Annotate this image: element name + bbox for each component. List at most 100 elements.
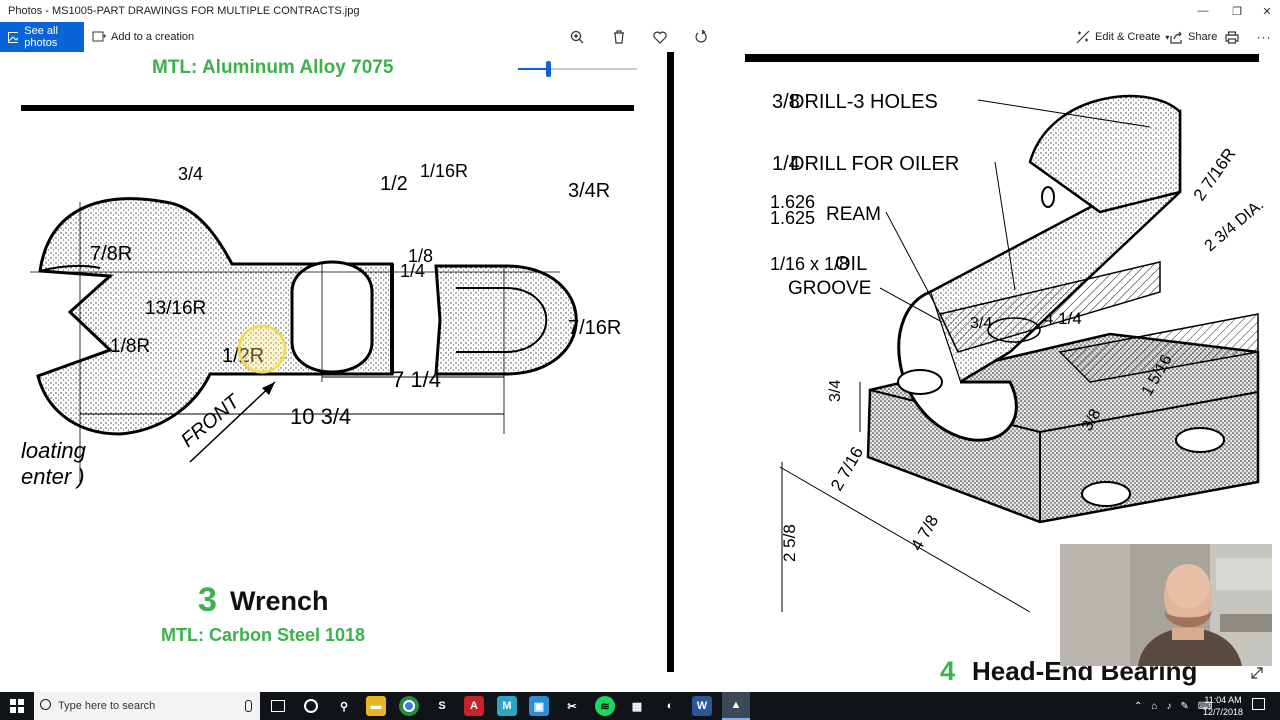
rotate-button[interactable] (693, 28, 711, 46)
add-to-creation-button[interactable]: Add to a creation (92, 22, 194, 52)
pen-icon[interactable]: ✎ (1180, 700, 1189, 712)
print-button[interactable] (1223, 28, 1241, 46)
svg-text:4 1/4: 4 1/4 (1044, 309, 1082, 328)
svg-text:DRILL-3 HOLES: DRILL-3 HOLES (790, 91, 938, 113)
zoom-slider-thumb (546, 61, 551, 77)
svg-text:3/4: 3/4 (178, 164, 203, 184)
word-icon: W (696, 700, 708, 712)
close-icon: ✕ (1262, 5, 1272, 18)
scissors-icon: ✂ (567, 700, 577, 713)
cortana-icon (304, 699, 318, 713)
svg-text:1/2: 1/2 (380, 173, 408, 195)
svg-text:7/8R: 7/8R (90, 243, 132, 265)
folder-icon: ▬ (370, 700, 382, 712)
see-all-photos-label: See all photos (24, 25, 58, 49)
clock[interactable]: 11:04 AM 12/7/2018 (1200, 694, 1246, 718)
network-icon[interactable]: ⌂ (1151, 700, 1158, 712)
svg-text:4: 4 (940, 656, 955, 686)
svg-text:1/16 x 1/8: 1/16 x 1/8 (770, 254, 849, 274)
start-button[interactable] (0, 692, 34, 720)
svg-text:7 1/4: 7 1/4 (392, 367, 441, 392)
svg-text:3/4: 3/4 (970, 315, 992, 332)
zoom-icon (570, 30, 584, 44)
close-button[interactable]: ✕ (1250, 0, 1280, 22)
svg-text:1.626: 1.626 (770, 192, 815, 212)
restore-button[interactable]: ❐ (1220, 0, 1254, 22)
acrobat-app[interactable]: A (464, 696, 484, 716)
fullscreen-button[interactable] (1248, 664, 1266, 682)
zoom-button[interactable] (568, 28, 586, 46)
taskbar: Type here to search ⚲ ▬ S A M ▣ ✂ ≋ ▦ ◐ … (0, 692, 1280, 720)
svg-text:DRILL FOR OILER: DRILL FOR OILER (790, 153, 959, 175)
window-app-icon: ▣ (533, 700, 545, 713)
snagit-app[interactable]: S (432, 696, 452, 716)
svg-text:1/4: 1/4 (772, 153, 800, 175)
palette-icon: ◐ (666, 700, 674, 712)
wrench-slot (290, 260, 374, 374)
file-explorer-app[interactable]: ▬ (366, 696, 386, 716)
share-button[interactable]: Share (1170, 22, 1217, 52)
svg-text:OIL: OIL (835, 253, 867, 275)
svg-text:Wrench: Wrench (230, 586, 329, 616)
paint-app[interactable]: ◐ (660, 696, 680, 716)
svg-text:loating: loating (21, 438, 87, 463)
show-hidden-icons[interactable]: ⌃ (1134, 700, 1143, 712)
search-icon (40, 699, 51, 710)
svg-text:10 3/4: 10 3/4 (290, 404, 351, 429)
right-leader-lines (779, 99, 1151, 613)
m-app[interactable]: M (497, 696, 517, 716)
m-app-icon: M (502, 700, 512, 712)
maps-app[interactable]: ⚲ (334, 696, 354, 716)
minimize-icon: — (1197, 5, 1209, 17)
delete-button[interactable] (610, 28, 628, 46)
task-view-button[interactable] (268, 696, 288, 716)
chrome-app[interactable] (399, 696, 419, 716)
svg-text:1/8R: 1/8R (110, 336, 150, 357)
mount-hole-1 (897, 369, 943, 395)
snipping-tool-app[interactable]: ✂ (562, 696, 582, 716)
image-viewer[interactable]: 1/2 1/16R 3/4R 1/8 1/4 7/16R 7/8R 13/16R… (0, 52, 1280, 692)
edit-create-menu[interactable]: Edit & Create ▾ (1076, 22, 1169, 52)
svg-text:3/8: 3/8 (772, 91, 800, 113)
mount-hole-2 (1175, 427, 1225, 453)
wrench-dimensions: 1/2 1/16R 3/4R 1/8 1/4 7/16R 7/8R 13/16R… (21, 161, 621, 489)
photos-icon (8, 31, 19, 43)
volume-icon[interactable]: ♪ (1166, 700, 1172, 712)
spotify-app[interactable]: ≋ (595, 696, 615, 716)
share-icon (1170, 31, 1182, 44)
chevron-down-icon: ▾ (1165, 32, 1170, 42)
map-pin-icon: ⚲ (339, 700, 349, 713)
bearing-top-lug (1028, 94, 1182, 214)
snagit-icon: S (438, 700, 446, 712)
svg-text:GROOVE: GROOVE (788, 278, 871, 299)
more-options-button[interactable]: ··· (1255, 28, 1273, 46)
cortana-button[interactable] (301, 696, 321, 716)
sheet-divider (667, 52, 674, 672)
taskbar-search[interactable]: Type here to search (34, 692, 260, 720)
task-view-icon (271, 700, 285, 712)
wrench-end-inner (456, 287, 548, 353)
microphone-icon (245, 700, 252, 712)
blue-app[interactable]: ▣ (529, 696, 549, 716)
word-app[interactable]: W (692, 696, 712, 716)
share-label: Share (1188, 31, 1218, 43)
add-to-creation-label: Add to a creation (111, 31, 195, 43)
favorite-button[interactable] (651, 28, 669, 46)
svg-text:2 5/8: 2 5/8 (780, 524, 799, 562)
calculator-app[interactable]: ▦ (627, 696, 647, 716)
photos-app-active[interactable]: ▲ (722, 692, 750, 720)
svg-text:13/16R: 13/16R (145, 298, 206, 319)
calculator-icon: ▦ (631, 700, 643, 713)
svg-text:MTL: Aluminum Alloy 7075: MTL: Aluminum Alloy 7075 (152, 57, 394, 78)
notification-icon (1252, 698, 1265, 710)
keyboard-icon[interactable]: ⌨ (1197, 700, 1213, 712)
rotate-icon (695, 30, 707, 43)
front-arrowhead (262, 382, 275, 395)
minimize-button[interactable]: — (1186, 0, 1220, 22)
svg-text:2 3/4 DIA.: 2 3/4 DIA. (1202, 196, 1267, 255)
svg-text:3/4: 3/4 (827, 380, 844, 402)
more-icon: ··· (1256, 30, 1272, 44)
action-center-button[interactable] (1252, 698, 1266, 712)
photos-toolbar: See all photos Add to a creation Edit & … (0, 22, 1280, 52)
see-all-photos-button[interactable]: See all photos (0, 22, 84, 52)
